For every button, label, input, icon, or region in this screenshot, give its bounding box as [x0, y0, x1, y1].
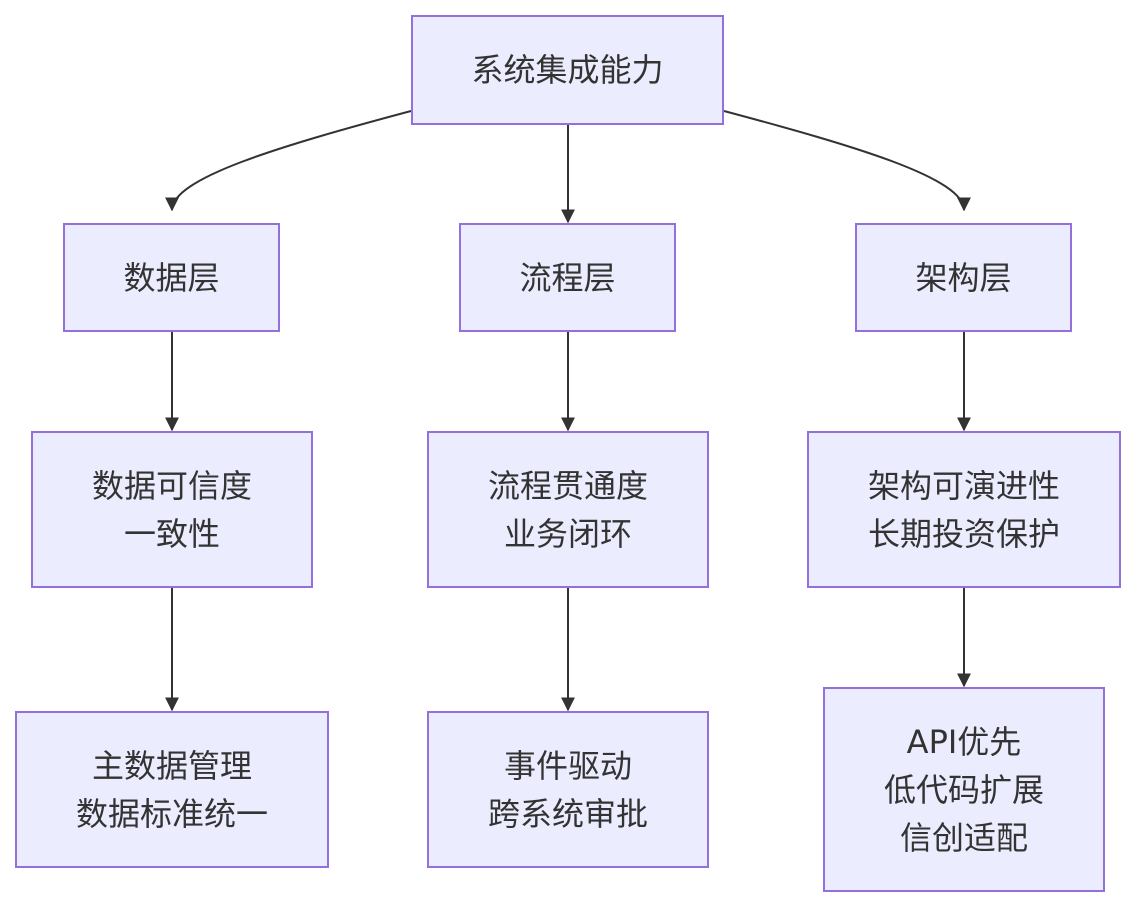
node-master-data-line-1: 主数据管理	[91, 746, 252, 785]
node-master-data-line-2: 数据标准统一	[75, 794, 268, 833]
node-process-connectivity: 流程贯通度 业务闭环	[427, 431, 709, 588]
node-architecture-evolvability-line-1: 架构可演进性	[867, 466, 1060, 505]
node-data-credibility-line-1: 数据可信度	[91, 466, 252, 505]
node-data-layer-label: 数据层	[123, 254, 219, 302]
node-api-first-line-3: 信创适配	[899, 818, 1028, 857]
node-data-credibility: 数据可信度 一致性	[31, 431, 313, 588]
node-data-layer-line-1: 数据层	[123, 258, 220, 297]
node-data-credibility-label: 数据可信度 一致性	[92, 462, 252, 558]
node-master-data-label: 主数据管理 数据标准统一	[76, 742, 268, 838]
node-root: 系统集成能力	[411, 15, 724, 125]
node-data-layer: 数据层	[63, 223, 280, 332]
node-event-driven-label: 事件驱动 跨系统审批	[488, 742, 648, 838]
node-api-first-line-1: API优先	[906, 722, 1022, 761]
node-architecture-layer-line-1: 架构层	[915, 258, 1012, 297]
node-data-credibility-line-2: 一致性	[123, 514, 220, 553]
node-architecture-evolvability-line-2: 长期投资保护	[867, 514, 1060, 553]
node-process-layer: 流程层	[459, 223, 676, 332]
node-event-driven-line-2: 跨系统审批	[487, 794, 648, 833]
node-process-layer-line-1: 流程层	[519, 258, 616, 297]
node-architecture-evolvability-label: 架构可演进性 长期投资保护	[868, 462, 1060, 558]
node-process-connectivity-line-2: 业务闭环	[503, 514, 632, 553]
node-architecture-layer: 架构层	[855, 223, 1072, 332]
node-root-line-1: 系统集成能力	[471, 51, 664, 89]
node-master-data: 主数据管理 数据标准统一	[15, 711, 329, 868]
node-architecture-evolvability: 架构可演进性 长期投资保护	[807, 431, 1121, 588]
node-api-first-label: API优先 低代码扩展 信创适配	[884, 718, 1044, 862]
edge-root-to-architecture-layer	[723, 110, 971, 212]
node-process-connectivity-label: 流程贯通度 业务闭环	[488, 462, 648, 558]
node-process-layer-label: 流程层	[519, 254, 615, 302]
edge-root-to-data-layer	[165, 110, 412, 212]
node-api-first-line-2: 低代码扩展	[883, 770, 1044, 809]
node-event-driven: 事件驱动 跨系统审批	[427, 711, 709, 868]
node-process-connectivity-line-1: 流程贯通度	[487, 466, 648, 505]
node-event-driven-line-1: 事件驱动	[503, 746, 632, 785]
node-root-label: 系统集成能力	[471, 46, 663, 94]
node-api-first: API优先 低代码扩展 信创适配	[823, 687, 1105, 892]
node-architecture-layer-label: 架构层	[915, 254, 1011, 302]
